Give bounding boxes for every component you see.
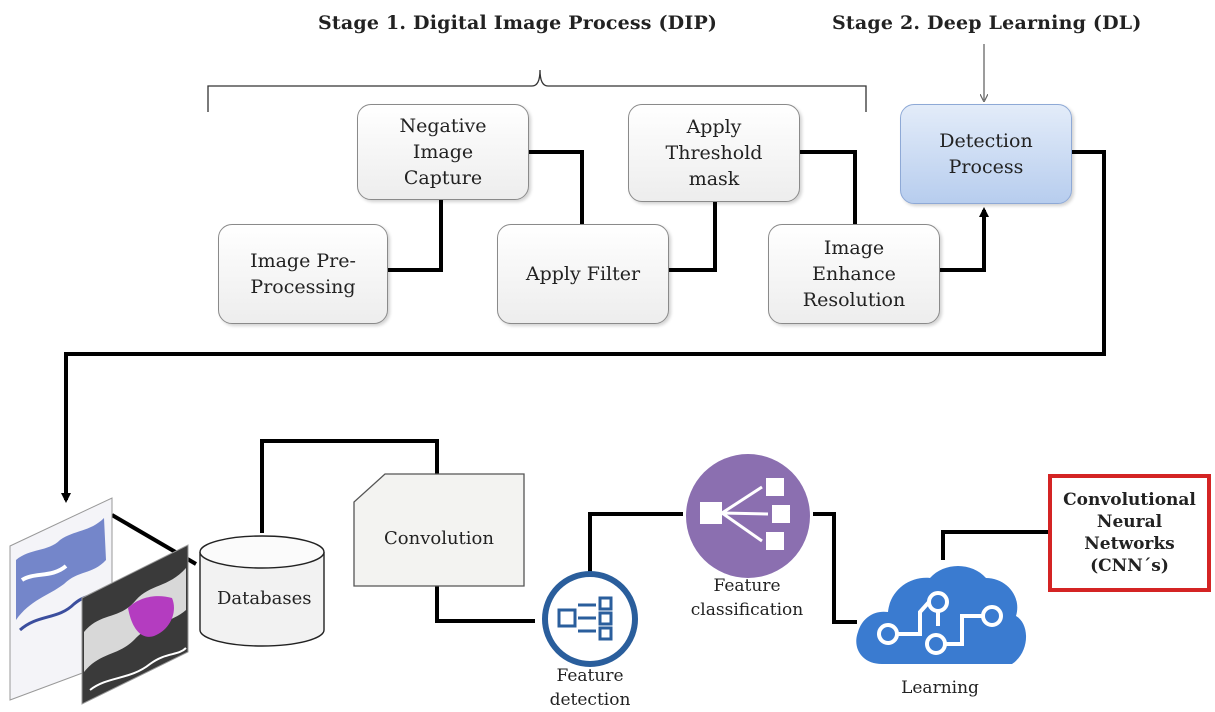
link-enhance-to-detection: [940, 207, 989, 272]
step-line: Image: [412, 141, 474, 163]
stage1-title: Stage 1. Digital Image Process (DIP): [318, 12, 718, 34]
step-line: Apply: [686, 116, 742, 138]
link-negative-to-filter: [528, 150, 584, 224]
database-icon: [199, 535, 325, 647]
image-stack: [9, 497, 189, 705]
cnn-line: Convolutional: [1063, 490, 1196, 510]
step-line: Negative: [399, 115, 487, 137]
step-line: mask: [688, 168, 740, 190]
link-pre-to-negative: [386, 200, 443, 272]
feature-classification-icon: [683, 454, 813, 578]
convolution-label: Convolution: [384, 528, 494, 549]
apply-filter-box: Apply Filter: [497, 224, 669, 324]
feature-detection-label: Feature detection: [540, 664, 640, 712]
learning-cloud-icon: [856, 560, 1027, 672]
label-line: classification: [690, 600, 804, 620]
link-detection-to-classification: [588, 512, 686, 578]
step-line: Process: [948, 156, 1024, 178]
image-enhance-resolution-box: Image Enhance Resolution: [768, 224, 940, 324]
link-convolution-to-detection: [435, 586, 535, 623]
image-back: [81, 544, 189, 705]
feature-detection-icon: [535, 571, 647, 667]
cnn-line: Neural: [1096, 512, 1163, 532]
convolution-shape: [353, 473, 525, 587]
link-learning-to-cnn: [941, 530, 1048, 570]
step-line: Capture: [403, 167, 483, 189]
negative-image-capture-box: Negative Image Capture: [357, 104, 529, 200]
link-detection-to-images: [61, 150, 1106, 503]
stage1-brace: [207, 69, 867, 112]
link-classification-to-learning: [813, 512, 860, 624]
step-line: Detection: [939, 130, 1033, 152]
step-line: Apply Filter: [525, 263, 641, 285]
label-line: detection: [549, 690, 631, 710]
cnn-box: Convolutional Neural Networks (CNN´s): [1048, 474, 1211, 592]
image-preprocessing-box: Image Pre- Processing: [218, 224, 388, 324]
cnn-line: Networks: [1084, 534, 1175, 554]
feature-classification-label: Feature classification: [672, 574, 822, 622]
label-line: Feature: [556, 666, 624, 686]
label-line: Feature: [713, 576, 781, 596]
stage2-title: Stage 2. Deep Learning (DL): [832, 12, 1142, 34]
detection-process-box: Detection Process: [900, 104, 1072, 204]
learning-label: Learning: [901, 678, 979, 698]
step-line: Resolution: [802, 289, 906, 311]
step-line: Image Pre-: [250, 250, 356, 272]
step-line: Image: [823, 237, 885, 259]
apply-threshold-mask-box: Apply Threshold mask: [628, 104, 800, 202]
step-line: Enhance: [812, 263, 896, 285]
cnn-line: (CNN´s): [1090, 556, 1169, 576]
databases-label: Databases: [217, 588, 312, 609]
link-filter-to-threshold: [667, 202, 717, 272]
step-line: Threshold: [665, 142, 763, 164]
link-threshold-to-enhance: [798, 150, 857, 225]
step-line: Processing: [250, 276, 356, 298]
link-databases-to-convolution: [260, 439, 439, 533]
